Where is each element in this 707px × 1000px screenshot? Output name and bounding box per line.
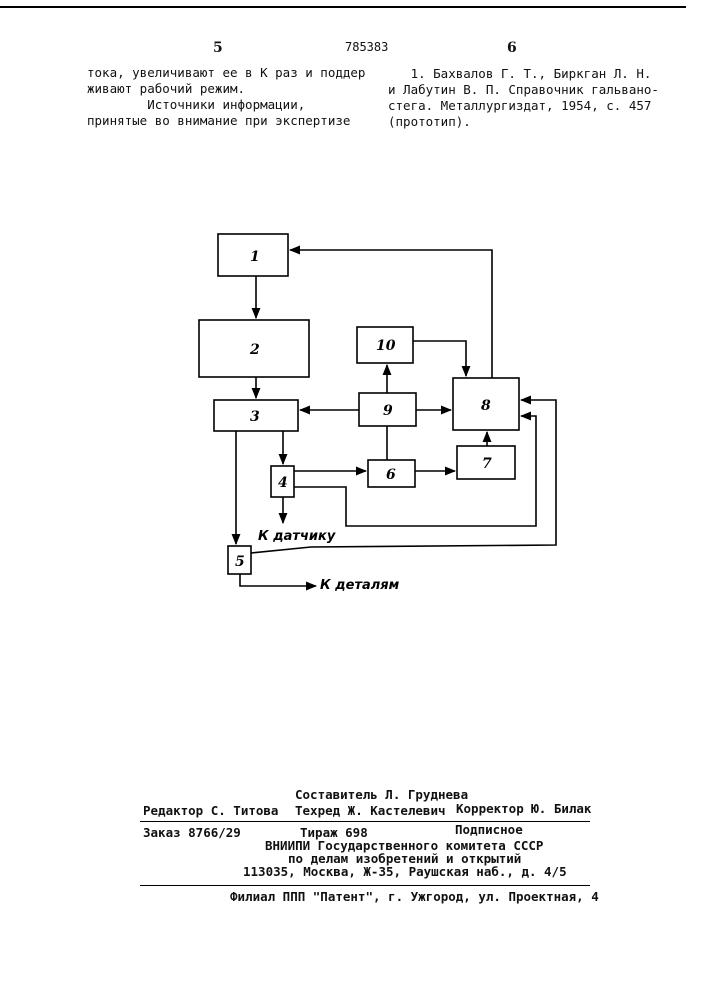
order-line: Заказ 8766/29 bbox=[143, 825, 241, 841]
block-9-label: 9 bbox=[383, 403, 393, 419]
compiler-line: Составитель Л. Груднева bbox=[295, 787, 468, 803]
branch-line: Филиал ППП "Патент", г. Ужгород, ул. Про… bbox=[230, 889, 599, 905]
link-8-1 bbox=[290, 250, 492, 378]
parts-output-label: К деталям bbox=[320, 578, 400, 593]
subscription-line: Подписное bbox=[455, 822, 523, 838]
block-6-label: 6 bbox=[386, 467, 396, 483]
block-8-label: 8 bbox=[481, 398, 491, 414]
link-5-parts bbox=[240, 574, 316, 586]
block-7-label: 7 bbox=[482, 456, 492, 472]
block-1-label: 1 bbox=[250, 249, 260, 265]
editor-line: Редактор С. Титова bbox=[143, 803, 278, 819]
link-10-8 bbox=[413, 341, 466, 376]
address-line: 113035, Москва, Ж-35, Раушская наб., д. … bbox=[243, 864, 567, 880]
corrector-line: Корректор Ю. Билак bbox=[456, 801, 591, 817]
block-3-label: 3 bbox=[250, 409, 260, 425]
sensor-output-label: К датчику bbox=[258, 529, 336, 544]
block-10-label: 10 bbox=[376, 338, 396, 354]
block-5-label: 5 bbox=[235, 554, 245, 570]
block-2-label: 2 bbox=[249, 342, 260, 358]
techred-line: Техред Ж. Кастелевич bbox=[295, 803, 446, 819]
block-4-label: 4 bbox=[278, 475, 288, 491]
imprint-rule-2 bbox=[140, 885, 590, 886]
